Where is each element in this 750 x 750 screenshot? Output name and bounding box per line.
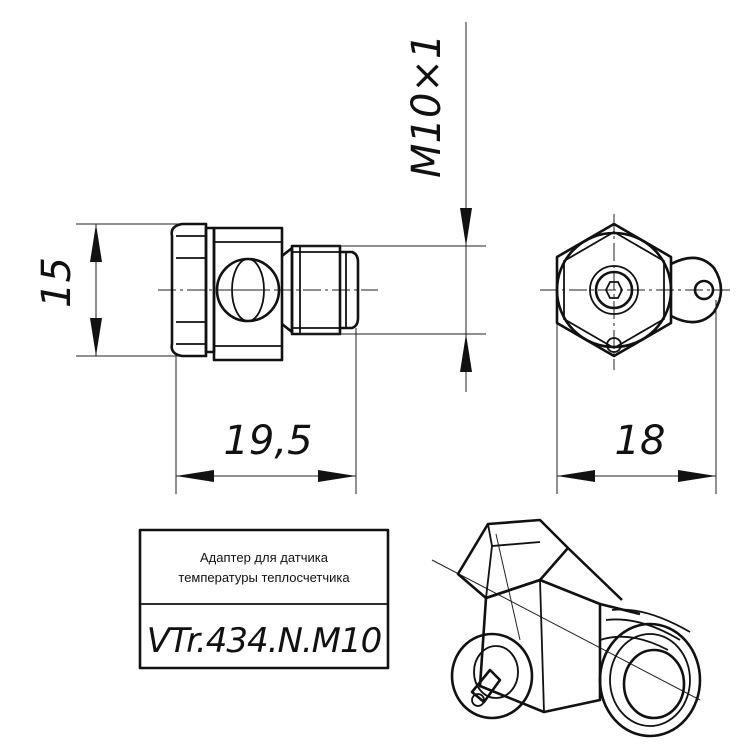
iso-side-pin bbox=[470, 668, 502, 704]
isometric-view bbox=[431, 518, 702, 738]
iso-end-face-bore bbox=[622, 648, 686, 720]
dim-thread-arrow-bottom bbox=[460, 334, 472, 372]
seal-hole bbox=[693, 279, 715, 301]
end-outer-circle bbox=[555, 231, 673, 349]
iso-thread-rings bbox=[599, 608, 691, 651]
title-code: VTr.434.N.M10 bbox=[147, 621, 382, 661]
end-cap bbox=[340, 250, 360, 330]
end-view bbox=[540, 214, 730, 370]
dim-width-arrow-left bbox=[557, 470, 595, 482]
title-line-1: Адаптер для датчика bbox=[200, 550, 329, 565]
iso-end-face-outer bbox=[598, 622, 702, 738]
title-line-2: температуры теплосчетчика bbox=[178, 570, 350, 585]
dim-length-label: 19,5 bbox=[223, 418, 312, 464]
title-block: Адаптер для датчика температуры теплосче… bbox=[138, 528, 390, 670]
iso-hex-edges bbox=[485, 523, 541, 599]
iso-axis-2 bbox=[495, 533, 521, 641]
hexagon bbox=[555, 222, 673, 358]
iso-body-edge bbox=[539, 579, 545, 713]
iso-axis bbox=[431, 559, 701, 701]
end-bore-socket bbox=[604, 281, 624, 299]
iso-side-boss-inner bbox=[473, 645, 519, 699]
dim-length-arrow-left bbox=[176, 470, 214, 482]
title-block-frame bbox=[138, 528, 390, 670]
seal-lug bbox=[670, 256, 723, 324]
iso-side-pin-end bbox=[471, 693, 485, 707]
iso-thread-edges bbox=[567, 547, 641, 616]
main-block bbox=[212, 226, 284, 362]
iso-side-boss bbox=[450, 632, 534, 720]
dim-thread: M10×1 bbox=[300, 22, 486, 392]
end-bore-inner bbox=[594, 270, 634, 310]
iso-hex-nut bbox=[456, 518, 570, 600]
end-bore-outer bbox=[589, 265, 639, 315]
front-view bbox=[158, 222, 378, 362]
dim-thread-arrow-top bbox=[460, 208, 472, 246]
dim-height-arrow-top bbox=[90, 224, 102, 262]
dim-length: 19,5 bbox=[175, 328, 357, 494]
iso-end-face-mid bbox=[609, 633, 691, 727]
end-small-mark bbox=[606, 337, 622, 353]
dim-thread-label: M10×1 bbox=[404, 34, 450, 178]
dim-height-arrow-bottom bbox=[90, 318, 102, 356]
dim-length-arrow-right bbox=[318, 470, 356, 482]
dim-width-arrow-right bbox=[678, 470, 716, 482]
hex-nut-outline bbox=[170, 222, 208, 358]
dim-width-label: 18 bbox=[615, 418, 666, 464]
dim-height-label: 15 bbox=[34, 257, 80, 308]
dim-height: 15 bbox=[34, 223, 178, 357]
dim-width: 18 bbox=[556, 300, 717, 494]
